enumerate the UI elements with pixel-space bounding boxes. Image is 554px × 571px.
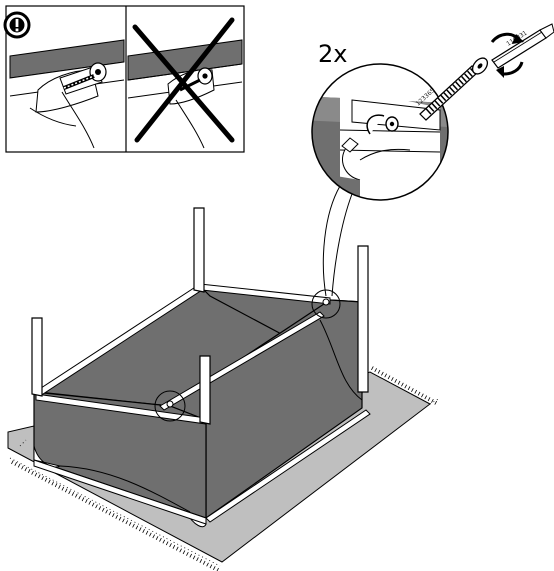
joint-highlight-back xyxy=(311,289,341,319)
leg-back-left xyxy=(193,207,205,293)
leg-front-right xyxy=(199,355,211,425)
zoom-callout: 123365 116831 2x xyxy=(311,23,554,297)
leg-back-right xyxy=(357,245,369,393)
quantity-label: 2x xyxy=(318,40,347,68)
cross-out-x-icon xyxy=(132,17,235,143)
correct-detail xyxy=(9,39,125,150)
rotate-clockwise-arrows-icon xyxy=(490,32,524,78)
allen-key-icon: 116831 xyxy=(491,23,554,69)
joint-highlight-front xyxy=(154,390,186,422)
bed-frame xyxy=(31,207,371,528)
leg-front-left xyxy=(31,317,43,397)
info-panel xyxy=(3,5,245,153)
info-exclamation-icon xyxy=(3,11,31,39)
